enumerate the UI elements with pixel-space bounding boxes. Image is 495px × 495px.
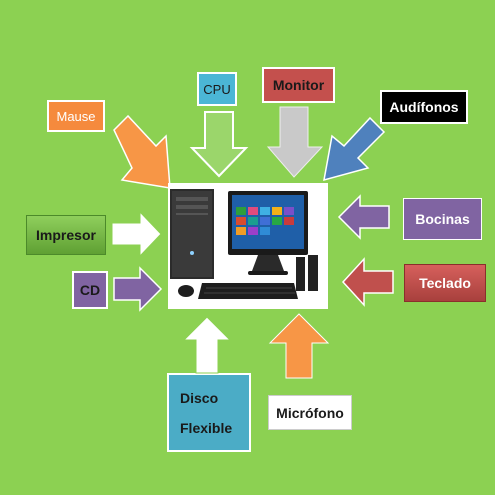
monitor-arrow: [266, 106, 324, 178]
keyboard-icon: [198, 283, 298, 299]
impresor-arrow: [111, 210, 162, 258]
bocinas-label-box: Bocinas: [403, 198, 482, 240]
mause-label-box: Mause: [47, 100, 105, 132]
teclado-label-box: Teclado: [404, 264, 486, 302]
bocinas-arrow: [337, 194, 390, 240]
mause-arrow: [113, 114, 171, 189]
impresor-label: Impresor: [36, 227, 96, 243]
cpu-arrow: [189, 111, 249, 178]
audifonos-arrow: [323, 116, 386, 182]
teclado-label: Teclado: [419, 275, 471, 291]
desktop-computer-icon: [168, 183, 328, 309]
disco-arrow: [182, 316, 232, 374]
cpu-label-box: CPU: [197, 72, 237, 106]
bocinas-label: Bocinas: [415, 211, 470, 227]
microfono-arrow: [268, 313, 330, 379]
disco-label-line2: Flexible: [180, 419, 233, 436]
mouse-icon: [178, 285, 194, 297]
microfono-label: Micrófono: [276, 404, 344, 421]
audifonos-label-box: Audífonos: [380, 90, 468, 124]
impresor-label-box: Impresor: [26, 215, 106, 255]
teclado-arrow: [341, 257, 394, 307]
cd-label: CD: [79, 282, 101, 298]
mause-label: Mause: [56, 108, 96, 124]
monitor-label: Monitor: [272, 77, 325, 93]
speakers-icon: [296, 255, 318, 291]
microfono-label-box: Micrófono: [268, 395, 352, 430]
cd-label-box: CD: [72, 271, 108, 309]
cd-arrow: [113, 266, 163, 312]
disco-label-line1: Disco: [180, 389, 219, 406]
cpu-tower-icon: [170, 189, 214, 279]
monitor-icon: [228, 191, 308, 275]
audifonos-label: Audífonos: [389, 99, 459, 115]
cpu-label: CPU: [203, 81, 231, 97]
monitor-label-box: Monitor: [262, 67, 335, 103]
disco-flexible-label-box: Disco Flexible: [167, 373, 251, 452]
